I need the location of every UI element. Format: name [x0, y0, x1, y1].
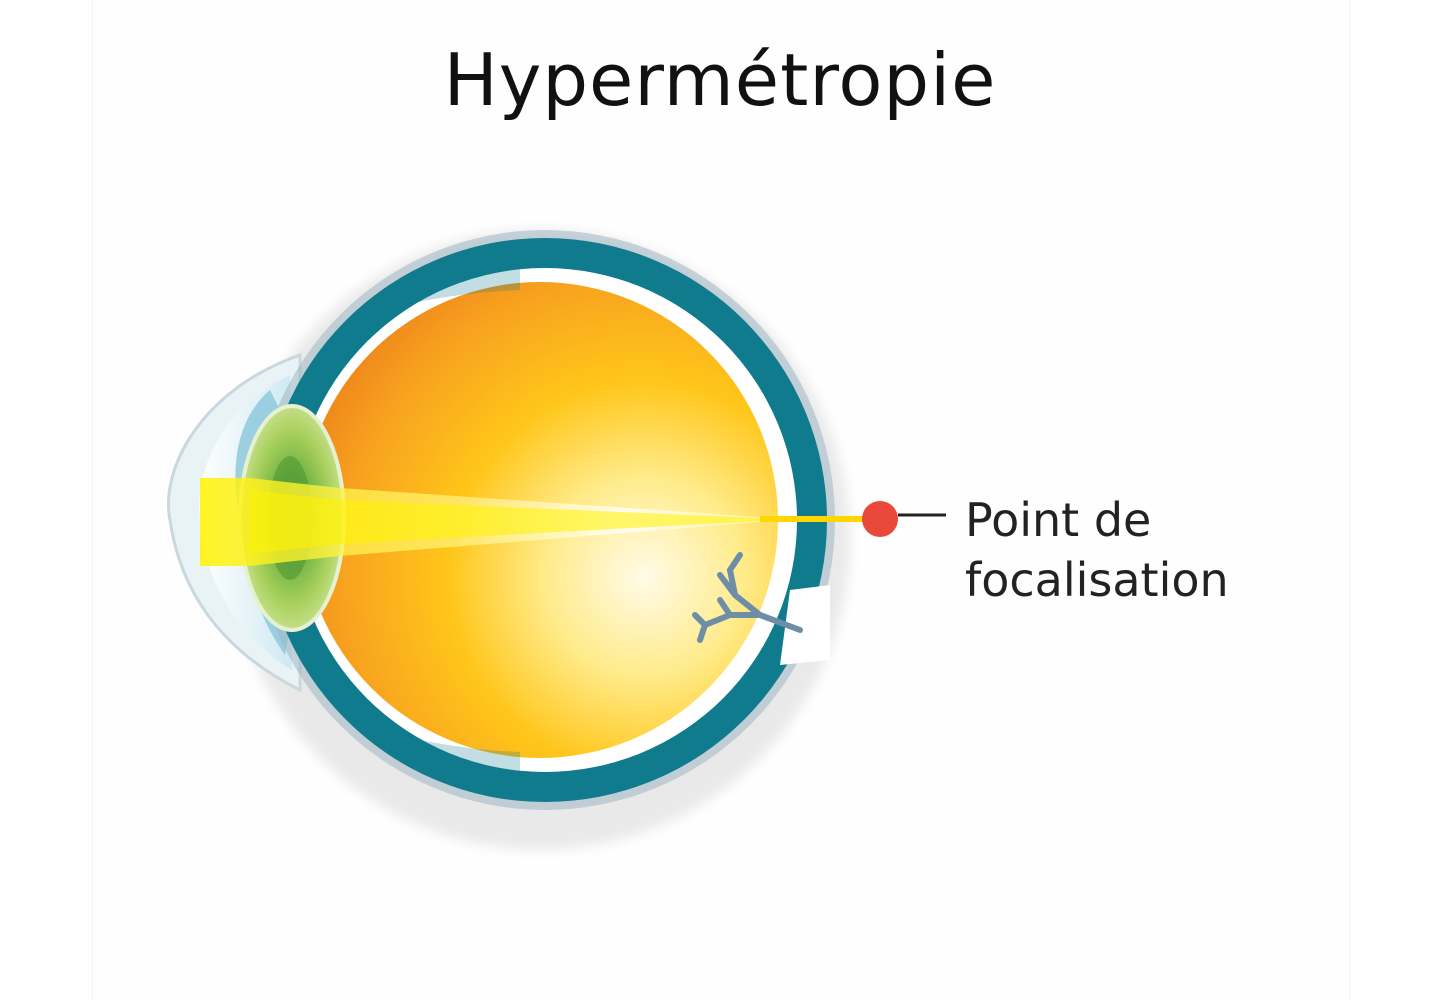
ciliary-body-bottom [370, 728, 520, 776]
diagram-title: Hypermétropie [443, 38, 997, 122]
beam-core [250, 490, 760, 554]
focus-point [862, 501, 898, 537]
ciliary-body-top [380, 264, 520, 310]
focus-label-line1: Point de [965, 493, 1152, 547]
focus-point-label: Point de focalisation [965, 490, 1229, 610]
blood-vessels [692, 552, 803, 643]
optic-nerve [780, 585, 830, 665]
focus-label-line2: focalisation [965, 553, 1229, 607]
